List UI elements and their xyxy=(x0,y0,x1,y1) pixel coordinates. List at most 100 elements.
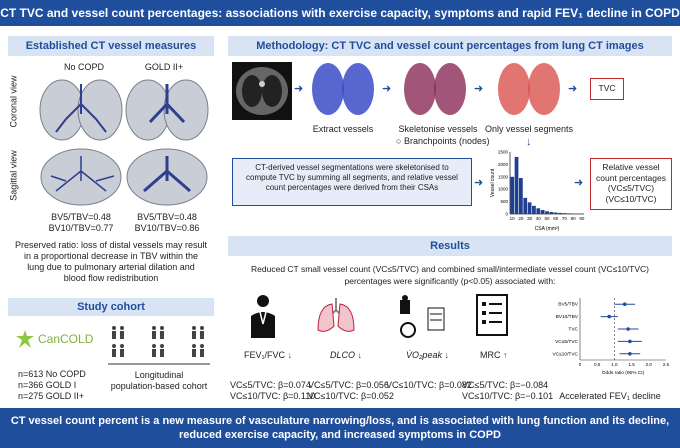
hist-bar xyxy=(540,210,545,214)
bv5-gold: BV5/TBV=0.48 xyxy=(137,212,197,222)
hist-bar xyxy=(536,208,541,214)
coronal-lungs-gold xyxy=(125,79,209,141)
outcome-fev-beta-2: VC≤10/TVC: β=0.110 xyxy=(230,391,316,401)
left-note-4: blood flow redistribution xyxy=(63,273,159,283)
results-summary-2: percentages were significantly (p<0.05) … xyxy=(344,276,556,286)
forest-point xyxy=(628,339,632,344)
stat-no-copd: n=613 No COPD xyxy=(18,369,86,379)
outcome-vo2-beta: VC≤10/TVC: β=0.082 xyxy=(386,380,472,390)
bv10-no-copd: BV10/TBV=0.77 xyxy=(48,223,114,233)
hist-bar xyxy=(549,212,554,214)
hist-x-tick: 60 xyxy=(553,216,559,221)
left-note-2: in a proportional decrease in TBV within… xyxy=(24,251,198,261)
step-branchpoints: ○ Branchpoints (nodes) xyxy=(396,136,490,147)
hist-bar xyxy=(523,197,528,214)
cancold-logo-text: CanCOLD xyxy=(38,332,94,346)
methods-description: CT-derived vessel segmentations were ske… xyxy=(232,158,472,206)
col-label-gold: GOLD II+ xyxy=(144,62,184,72)
footer-banner: CT vessel count percent is a new measure… xyxy=(0,408,680,448)
hist-bar xyxy=(519,178,523,214)
forest-row-label: VC≤10/TVC xyxy=(552,351,578,357)
results-title: Results xyxy=(228,236,672,256)
col-label-no-copd: No COPD xyxy=(63,62,104,72)
hist-bar xyxy=(545,211,549,214)
forest-point xyxy=(628,352,632,356)
relative-4: (VC≤10/TVC) xyxy=(605,193,657,204)
results-summary-1: Reduced CT small vessel count (VC≤5/TVC)… xyxy=(251,264,649,274)
footer-line-1: CT vessel count percent is a new measure… xyxy=(10,415,670,427)
outcome-dlco-label: DLCO ↓ xyxy=(330,350,362,361)
forest-x-label: Odds ratio (95% CI) xyxy=(602,370,645,376)
exercise-bike-icon xyxy=(400,295,445,338)
methods-desc-2: compute TVC by summing all segments, and… xyxy=(246,173,458,182)
bv5-no-copd: BV5/TBV=0.48 xyxy=(51,212,111,222)
study-panel-title: Study cohort xyxy=(8,298,214,316)
relative-2: count percentages xyxy=(596,172,666,183)
forest-point xyxy=(607,314,612,319)
hist-bar xyxy=(566,213,571,214)
hist-bar xyxy=(558,212,562,214)
hist-bar xyxy=(553,212,558,214)
questionnaire-icon xyxy=(476,294,508,336)
tvc-box: TVC xyxy=(590,78,624,100)
stat-gold-i: n=366 GOLD I xyxy=(18,380,77,390)
left-note-3: lung due to pulmonary arterial dilation … xyxy=(27,262,195,272)
relative-1: Relative vessel xyxy=(602,162,660,172)
forest-x-tick: 2.0 xyxy=(646,362,653,367)
methods-desc-1: CT-derived vessel segmentations were ske… xyxy=(255,163,449,172)
cohort-desc-2: population-based cohort xyxy=(110,381,208,391)
cohort-desc-1: Longitudinal xyxy=(134,370,184,380)
forest-row-label: BV10/TBV xyxy=(556,314,579,320)
forest-point xyxy=(626,327,630,331)
hist-x-tick: 90 xyxy=(579,216,585,221)
hist-y-tick: 2000 xyxy=(498,162,509,167)
forest-row-label: VC≤5/TVC xyxy=(555,339,578,345)
forest-label: Accelerated FEV₁ decline xyxy=(559,391,661,401)
hist-bar xyxy=(514,156,519,214)
down-arrow-icon-2: ↓ xyxy=(357,350,363,360)
hist-y-tick: 2500 xyxy=(498,150,509,155)
arrow-right-icon-4: ➜ xyxy=(568,83,578,95)
step-skeletonise: Skeletonise vessels xyxy=(398,124,478,134)
methods-title: Methodology: CT TVC and vessel count per… xyxy=(228,36,672,56)
hist-x-tick: 40 xyxy=(536,216,542,221)
row-label-coronal: Coronal view xyxy=(8,75,19,128)
down-arrow-icon: ↓ xyxy=(287,350,293,360)
outcome-mrc-text: MRC xyxy=(480,350,501,360)
forest-row-label: TVC xyxy=(568,327,578,333)
outcome-mrc-label: MRC ↑ xyxy=(480,350,508,361)
methods-desc-3: count percentages were derived from thei… xyxy=(265,183,439,192)
doctor-icon xyxy=(251,295,275,338)
up-arrow-icon: ↑ xyxy=(503,350,508,360)
forest-x-tick: 0.5 xyxy=(594,362,601,367)
outcome-vo2-text: V̇O₂peak xyxy=(406,350,442,360)
outcome-fev-beta-1: VC≤5/TVC: β=0.074 xyxy=(230,380,311,390)
hist-y-tick: 1500 xyxy=(498,174,509,179)
footer-line-2: reduced exercise capacity, and increased… xyxy=(179,429,501,441)
left-panel-title: Established CT vessel measures xyxy=(8,36,214,56)
bv10-gold: BV10/TBV=0.86 xyxy=(134,223,200,233)
step-extract: Extract vessels xyxy=(312,124,374,134)
hist-x-tick: 30 xyxy=(527,216,533,221)
left-note-1: Preserved ratio: loss of distal vessels … xyxy=(14,240,208,250)
extracted-vessels-image xyxy=(312,63,374,115)
hist-x-tick: 80 xyxy=(571,216,577,221)
hist-x-tick: 20 xyxy=(518,216,524,221)
skeleton-vessels-image xyxy=(404,63,466,115)
arrow-right-icon: ➜ xyxy=(294,83,304,95)
stat-gold-ii: n=275 GOLD II+ xyxy=(18,391,85,401)
step-segments: Only vessel segments xyxy=(484,124,574,134)
outcome-dlco-text: DLCO xyxy=(330,350,356,360)
outcome-vo2-label: V̇O₂peak ↓ xyxy=(406,350,449,361)
outcome-dlco-beta-2: VC≤10/TVC: β=0.052 xyxy=(308,391,394,401)
hist-bar xyxy=(562,213,567,214)
node-icon: ○ xyxy=(396,136,402,146)
ct-scan-image xyxy=(232,62,292,120)
hist-bar xyxy=(510,176,515,214)
vessel-segments-image xyxy=(498,63,560,115)
lungs-icon xyxy=(317,298,355,332)
outcome-mrc-beta-2: VC≤10/TVC: β=−0.101 xyxy=(462,391,554,401)
arrow-right-icon-3: ➜ xyxy=(474,83,484,95)
